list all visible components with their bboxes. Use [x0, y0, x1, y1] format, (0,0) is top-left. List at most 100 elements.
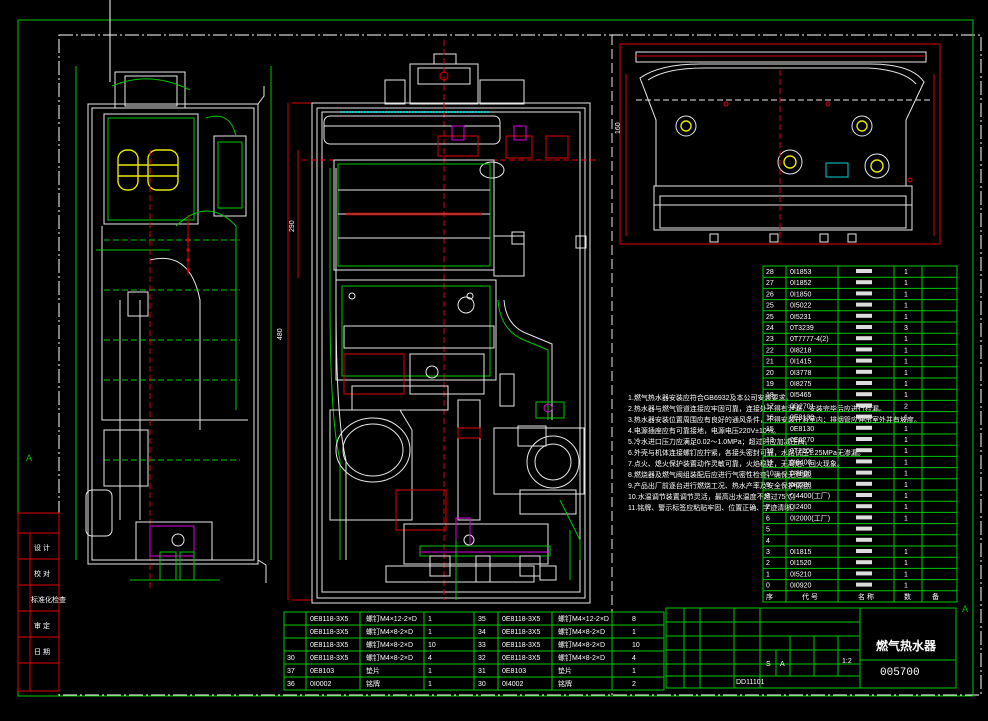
bom-name-glyph: [856, 414, 872, 419]
parts-name: 螺钉M4×8-2×D: [558, 653, 605, 662]
bom-no: 23: [766, 336, 774, 343]
parts-name: 垫片: [366, 666, 380, 675]
bom-name-glyph: [856, 403, 872, 408]
sign-label: 设 计: [34, 543, 50, 552]
bom-no: 18: [766, 392, 774, 399]
bom-code: 0I4400(工厂): [790, 492, 830, 500]
bom-qty: 1: [904, 549, 908, 556]
bom-code: 0I1520: [790, 560, 812, 567]
bom-code: 0I1850: [790, 291, 812, 298]
bom-qty: 1: [904, 560, 908, 567]
bom-name-glyph: [856, 493, 872, 497]
parts-qty: 1: [428, 668, 432, 675]
bom-qty: 1: [904, 291, 908, 298]
drawing-code: DD11101: [736, 679, 765, 686]
parts-code: 0E8118-3X5: [310, 642, 349, 649]
left-signature-block: 设 计 校 对 标准化检查 审 定 日 期: [17, 512, 66, 692]
sign-label: 标准化检查: [31, 595, 66, 604]
bom-name-glyph: [856, 347, 872, 352]
bom-qty: 1: [904, 437, 908, 444]
parts-no: 33: [478, 642, 486, 649]
bom-no: 21: [766, 359, 774, 366]
bom-no: 25: [766, 314, 774, 321]
bom-code: 0I5210: [790, 571, 812, 578]
title-block: 燃气热水器 005700 1:2 S A DD11101: [665, 607, 957, 689]
sign-label: 校 对: [34, 569, 50, 578]
bom-no: 0: [766, 583, 770, 590]
sign-label: 审 定: [34, 621, 50, 630]
bom-qty: 1: [904, 269, 908, 276]
parts-name: 螺钉M4×8-2×D: [558, 627, 605, 636]
bom-qty: 1: [904, 303, 908, 310]
bom-no: 6: [766, 515, 770, 522]
parts-name: 垫片: [558, 666, 572, 675]
parts-qty: 10: [632, 642, 640, 649]
bom-no: 26: [766, 291, 774, 298]
bom-code: 0I3778: [790, 370, 812, 377]
bom-code: 0T2208: [790, 448, 814, 455]
bom-code: 0I6208: [790, 482, 812, 489]
bom-code: 0I1815: [790, 549, 812, 556]
parts-code: 0I4002: [502, 681, 524, 688]
bom-no: 5: [766, 527, 770, 534]
bom-no: 16: [766, 415, 774, 422]
tech-note-line: 3.热水器安装位置周围应有良好的通风条件，不得安装在浴室内；排烟管应伸出室外并有…: [628, 415, 921, 424]
bom-no: 11: [766, 459, 773, 466]
bom-code: 0E8130: [790, 426, 814, 433]
parts-no: 34: [478, 629, 486, 636]
bom-header-cell: 序: [766, 592, 773, 601]
bom-name-glyph: [856, 549, 872, 553]
bom-code: 0T7777-4(2): [790, 336, 829, 343]
bom-qty: 1: [904, 370, 908, 377]
bom-name-glyph: [856, 526, 872, 531]
front-view: 480 290: [277, 40, 600, 604]
bom-no: 3: [766, 549, 770, 556]
bom-qty: 1: [904, 493, 908, 500]
bom-no: 2: [766, 560, 770, 567]
bom-name-glyph: [856, 381, 872, 385]
parts-qty: 1: [632, 668, 636, 675]
zone-letter-left: A: [26, 453, 32, 463]
bom-name-glyph: [856, 325, 872, 329]
parts-name: 螺钉M4×8-2×D: [366, 653, 413, 662]
parts-qty: 1: [428, 629, 432, 636]
parts-qty: 10: [428, 642, 436, 649]
bom-code: 0I5022: [790, 303, 812, 310]
drawing-border: [58, 34, 982, 696]
bom-header-cell: 数: [904, 592, 911, 601]
bom-code: 0E8130: [790, 415, 814, 422]
bom-header-cell: 代 号: [802, 592, 818, 601]
bottom-plan-view: 160: [615, 43, 941, 245]
bom-name-glyph: [856, 392, 872, 397]
bom-code: 0I0920: [790, 583, 812, 590]
bom-no: 19: [766, 381, 774, 388]
bom-name-glyph: [856, 302, 872, 307]
parts-code: 0E8103: [502, 668, 526, 675]
bom-qty: 1: [904, 280, 908, 287]
bom-qty: 1: [904, 583, 908, 590]
sheet-letter-s: S: [766, 661, 771, 668]
bom-qty: 1: [904, 448, 908, 455]
bom-name-glyph: [856, 369, 872, 374]
parts-name: 铭牌: [366, 679, 380, 688]
bom-code: 0I8275: [790, 381, 812, 388]
parts-no: 36: [287, 681, 295, 688]
bom-qty: 1: [904, 359, 908, 366]
bom-no: 7: [766, 504, 770, 511]
bom-code: 0I6400: [790, 459, 812, 466]
bom-code: 0T3239: [790, 325, 814, 332]
parts-no: 35: [478, 616, 486, 623]
dim-side-width: 160: [615, 122, 622, 134]
bom-no: 27: [766, 280, 774, 287]
bom-name-glyph: [856, 470, 872, 475]
bom-name-glyph: [856, 437, 872, 441]
bom-name-glyph: [856, 481, 872, 486]
bom-code: 0I8218: [790, 347, 812, 354]
side-section-view: [75, 66, 272, 590]
bom-qty: 1: [904, 381, 908, 388]
scale: 1:2: [842, 658, 852, 665]
bom-qty: 1: [904, 347, 908, 354]
bom-no: 9: [766, 482, 770, 489]
parts-no: 30: [478, 681, 486, 688]
tech-note-line: 10.水温调节装置调节灵活，最高出水温度不超过75℃。: [628, 492, 800, 501]
